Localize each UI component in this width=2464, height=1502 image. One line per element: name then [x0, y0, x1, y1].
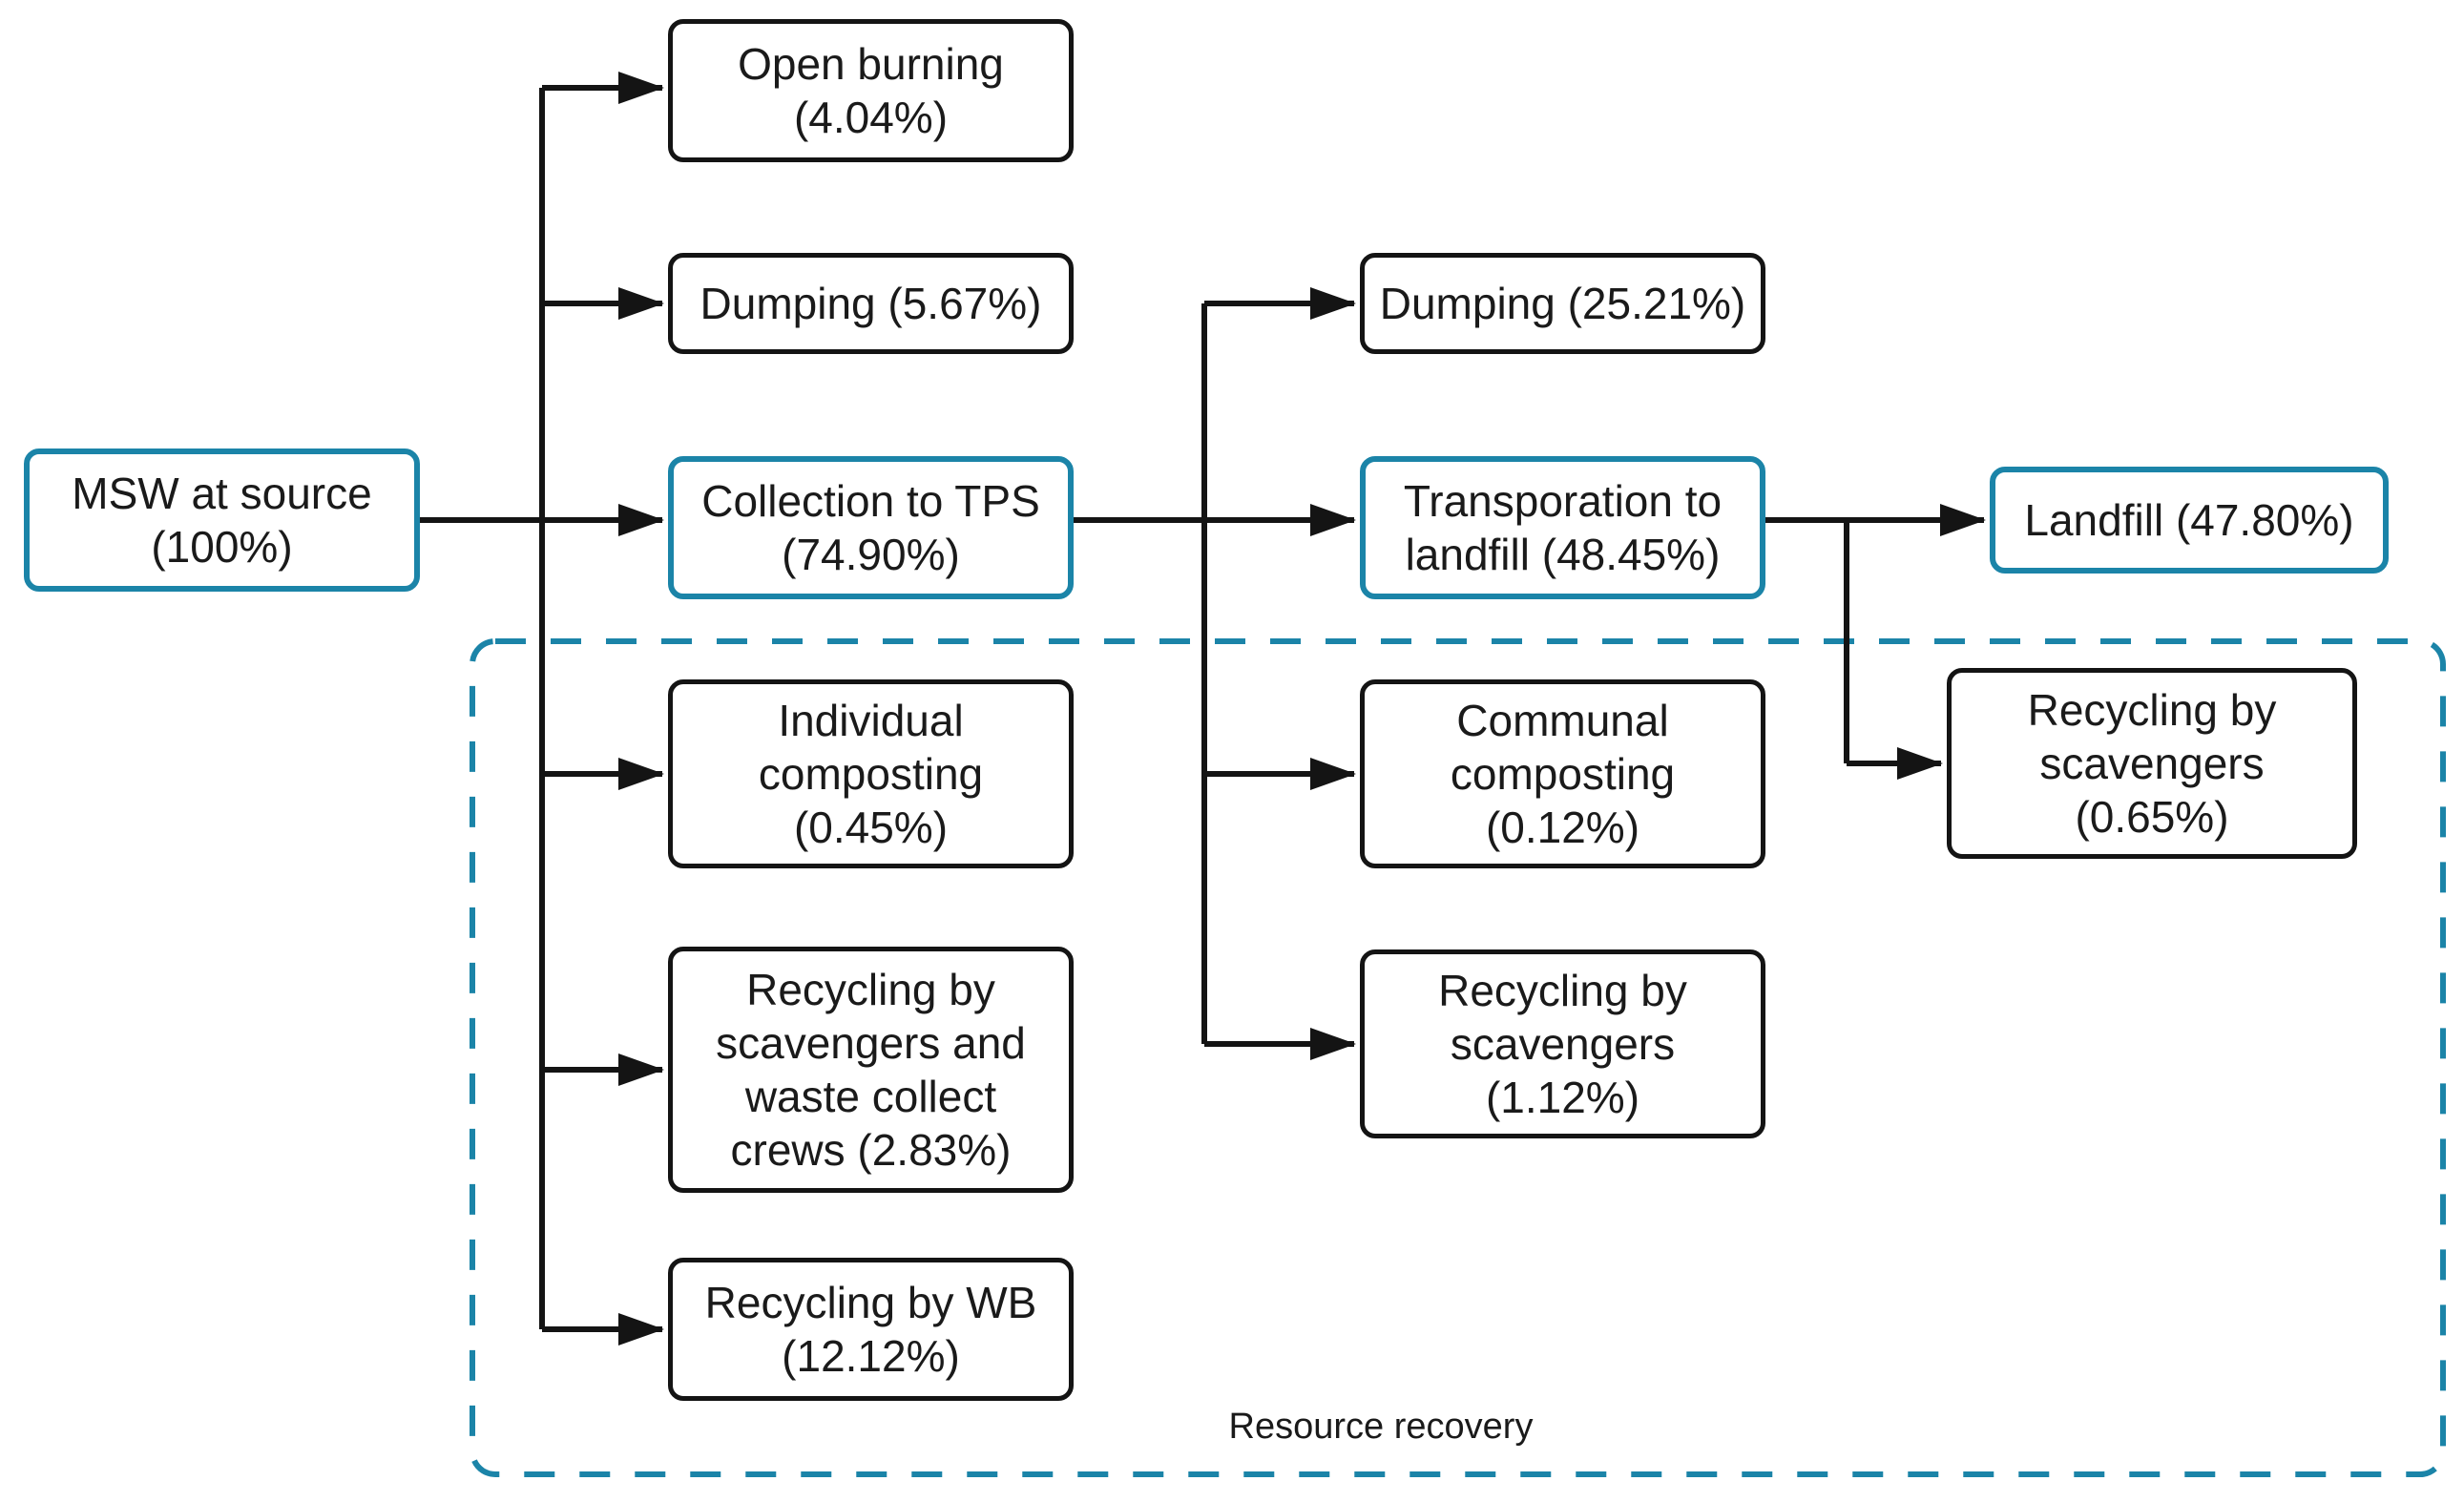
node-landfill: Landfill (47.80%)	[1990, 467, 2389, 574]
node-recycling-scavengers-0-65: Recycling by scavengers (0.65%)	[1947, 668, 2357, 859]
node-msw-at-source: MSW at source (100%)	[24, 449, 420, 592]
resource-recovery-label: Resource recovery	[1228, 1407, 1534, 1447]
node-recycling-scavengers-crews: Recycling by scavengers and waste collec…	[668, 947, 1074, 1193]
node-recycling-scavengers-1-12: Recycling by scavengers (1.12%)	[1360, 949, 1765, 1138]
node-individual-composting: Individual composting (0.45%)	[668, 679, 1074, 868]
node-transportation-to-landfill: Transporation to landfill (48.45%)	[1360, 456, 1765, 599]
node-dumping-25-21: Dumping (25.21%)	[1360, 253, 1765, 354]
node-communal-composting: Communal composting (0.12%)	[1360, 679, 1765, 868]
resource-recovery-outline	[470, 638, 2446, 1477]
node-recycling-wb: Recycling by WB (12.12%)	[668, 1258, 1074, 1401]
node-open-burning: Open burning (4.04%)	[668, 19, 1074, 162]
node-collection-to-tps: Collection to TPS (74.90%)	[668, 456, 1074, 599]
node-dumping-5-67: Dumping (5.67%)	[668, 253, 1074, 354]
